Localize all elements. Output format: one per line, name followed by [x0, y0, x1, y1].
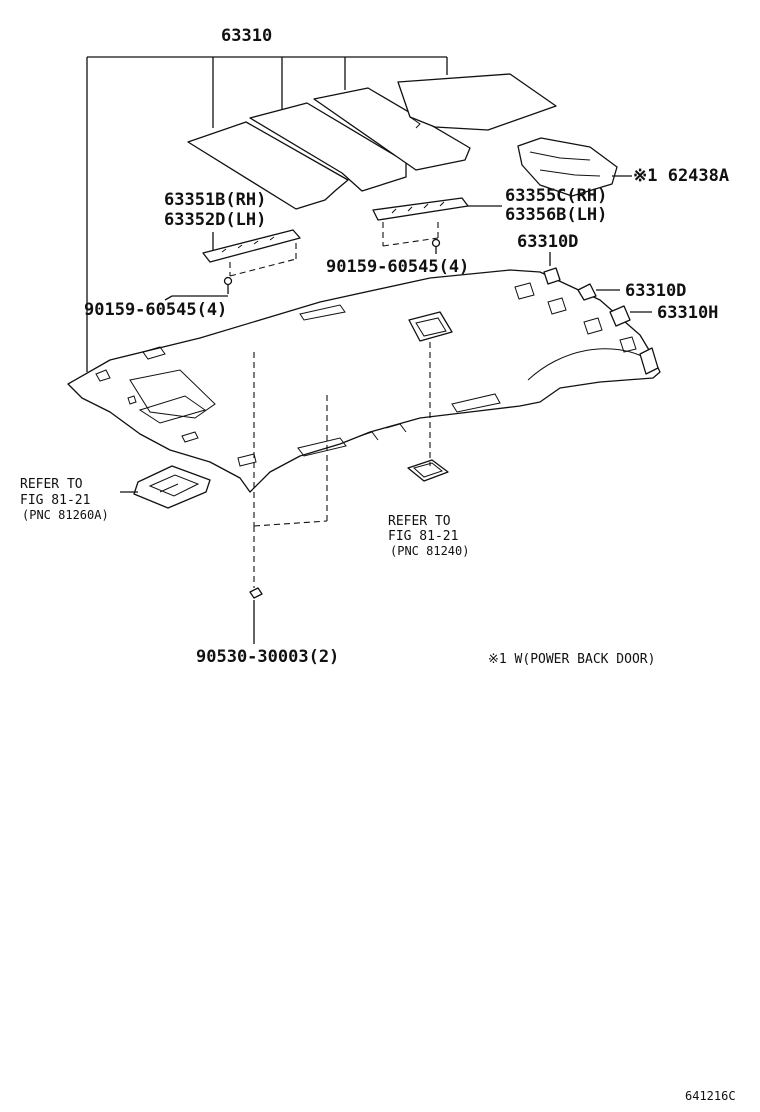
insulation-pad-4: [397, 73, 557, 131]
label-63310d-top: 63310D: [517, 232, 578, 252]
label-refer-mid-2: FIG 81-21: [388, 529, 458, 544]
label-refer-left-2: FIG 81-21: [20, 493, 90, 508]
clip-63310h: [609, 305, 652, 327]
label-63310d-side: 63310D: [625, 281, 686, 301]
label-63355c-rh: 63355C(RH): [505, 186, 607, 206]
room-lamp-assembly: [407, 459, 449, 482]
figure-id: 641216C: [685, 1089, 736, 1103]
roof-headliner: [67, 269, 661, 493]
label-refer-mid-1: REFER TO: [388, 514, 451, 529]
insulation-pad-3: [313, 87, 471, 171]
label-screw-left: 90159-60545(4): [84, 300, 227, 320]
label-refer-mid-3: (PNC 81240): [390, 544, 469, 558]
label-screw-right: 90159-60545(4): [326, 257, 469, 277]
insulation-pad-1: [187, 121, 349, 210]
bracket-rear: [372, 197, 502, 247]
label-refer-left-3: (PNC 81260A): [22, 508, 109, 522]
leader-63310: [86, 56, 448, 372]
label-refer-left-1: REFER TO: [20, 477, 83, 492]
label-63351b-rh: 63351B(RH): [164, 190, 266, 210]
clip-90530: [249, 587, 263, 644]
screw-right: [431, 238, 441, 254]
bracket-front: [202, 229, 301, 277]
clip-63310d-2: [577, 283, 620, 301]
label-note: ※1 W(POWER BACK DOOR): [488, 652, 655, 667]
label-63310h: 63310H: [657, 303, 718, 323]
map-lamp-assembly: [120, 465, 211, 509]
label-63352d-lh: 63352D(LH): [164, 210, 266, 230]
label-62438a: ※1 62438A: [633, 166, 729, 186]
screw-left: [164, 276, 233, 301]
insulation-pad-2: [249, 102, 407, 192]
label-90530: 90530-30003(2): [196, 647, 339, 667]
cushion-62438a: [517, 137, 632, 197]
clip-63310d-1: [543, 252, 561, 285]
dashed-leaders: [253, 342, 431, 588]
label-63356b-lh: 63356B(LH): [505, 205, 607, 225]
label-63310: 63310: [221, 26, 272, 46]
